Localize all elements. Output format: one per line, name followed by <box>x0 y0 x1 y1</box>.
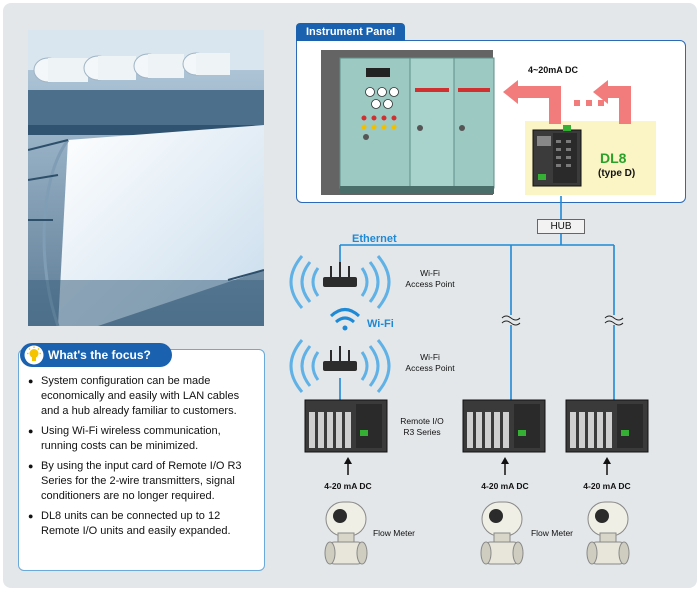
dl8-label: DL8 <box>600 150 627 166</box>
instrument-cabinet <box>339 57 495 194</box>
focus-item: System configuration can be made economi… <box>28 374 260 419</box>
input-signal-label-2: 4-20 mA DC <box>481 481 529 491</box>
remote-io-label-2: R3 Series <box>403 427 441 437</box>
focus-item: DL8 units can be connected up to 12 Remo… <box>28 509 260 539</box>
access-point-bottom-label-1: Wi-Fi <box>420 352 440 362</box>
flow-meter-label-2: Flow Meter <box>530 528 574 538</box>
focus-item: Using Wi-Fi wireless communication, runn… <box>28 424 260 454</box>
dl8-device <box>532 125 582 187</box>
hub-box: HUB <box>537 219 585 234</box>
flow-meter-2 <box>480 501 524 565</box>
flow-meter-label-1: Flow Meter <box>372 528 416 538</box>
wifi-access-point-top <box>289 255 391 309</box>
wifi-access-point-bottom <box>289 339 391 393</box>
flow-meter-3 <box>586 501 630 565</box>
access-point-top-label-1: Wi-Fi <box>420 268 440 278</box>
remote-io-unit-3 <box>565 399 649 453</box>
wifi-symbol <box>329 308 361 331</box>
output-signal-arrows <box>503 80 631 124</box>
flow-meter-1 <box>324 501 368 565</box>
paper-mill-photo <box>28 30 264 326</box>
input-signal-label-1: 4-20 mA DC <box>324 481 372 491</box>
input-signal-label-3: 4-20 mA DC <box>583 481 631 491</box>
ethernet-label: Ethernet <box>352 233 397 245</box>
focus-list: System configuration can be made economi… <box>28 374 260 544</box>
access-point-top-label-2: Access Point <box>405 279 455 289</box>
dl8-type-label: (type D) <box>598 168 636 179</box>
wifi-label: Wi-Fi <box>367 318 394 330</box>
focus-item: By using the input card of Remote I/O R3… <box>28 459 260 504</box>
lightbulb-icon <box>24 345 44 365</box>
instrument-panel-title: Instrument Panel <box>296 23 406 41</box>
remote-io-unit-2 <box>462 399 546 453</box>
output-signal-label: 4~20mA DC <box>528 65 578 75</box>
focus-title: What's the focus? <box>20 343 172 367</box>
break-marks <box>501 315 624 326</box>
remote-io-unit-1 <box>304 399 388 453</box>
ethernet-lines <box>339 196 615 400</box>
input-signal-arrows <box>344 457 611 475</box>
remote-io-label-1: Remote I/O <box>400 416 444 426</box>
access-point-bottom-label-2: Access Point <box>405 363 455 373</box>
